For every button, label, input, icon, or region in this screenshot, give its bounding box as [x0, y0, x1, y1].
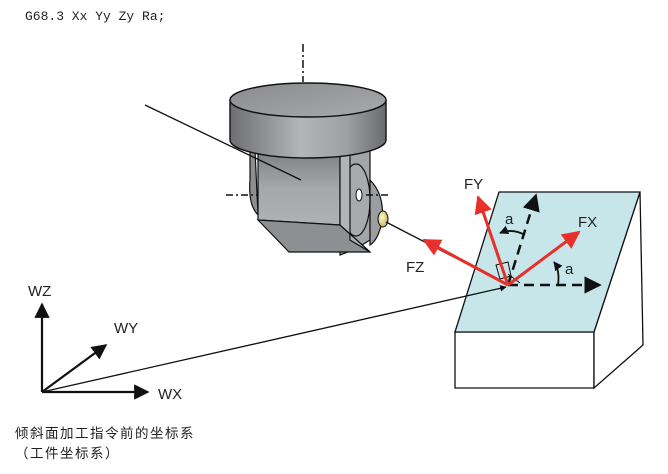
angle-arc-x: [553, 261, 563, 286]
wy-label: WY: [114, 320, 138, 337]
fz-arrow: [422, 238, 509, 287]
caption-line-2: （工件坐标系）: [15, 446, 120, 462]
head-pivot-hole: [355, 188, 363, 202]
tool-ball: [377, 210, 389, 228]
angle-label-y: a: [505, 211, 514, 228]
workpiece-front: [454, 331, 595, 389]
fx-label: FX: [578, 214, 597, 231]
fy-arrow: [474, 195, 510, 286]
head-left-lobe: [249, 149, 259, 217]
fz-label: FZ: [406, 259, 424, 276]
fy-label: FY: [464, 176, 483, 193]
workpiece-coordinate-system: WZ WY WX: [28, 283, 507, 403]
angle-arc-y: [499, 225, 526, 236]
wy-axis: [41, 344, 108, 393]
head-body-front: [257, 149, 341, 226]
workpiece: [454, 191, 644, 390]
caption-line-1: 倾斜面加工指令前的坐标系: [15, 426, 195, 442]
tool-head: [144, 44, 389, 256]
fx-arrow: [507, 230, 581, 287]
feature-coordinate-system: FY FX FZ a a: [406, 176, 602, 294]
position-vector: [41, 285, 507, 393]
angle-label-x: a: [565, 261, 574, 278]
g-code-command: G68.3 Xx Yy Zy Ra;: [25, 9, 166, 24]
head-body-corner: [339, 149, 371, 253]
wx-label: WX: [158, 386, 182, 403]
head-cylinder-top: [229, 82, 387, 118]
wz-label: WZ: [28, 283, 51, 300]
head-axis-line: [144, 104, 302, 181]
